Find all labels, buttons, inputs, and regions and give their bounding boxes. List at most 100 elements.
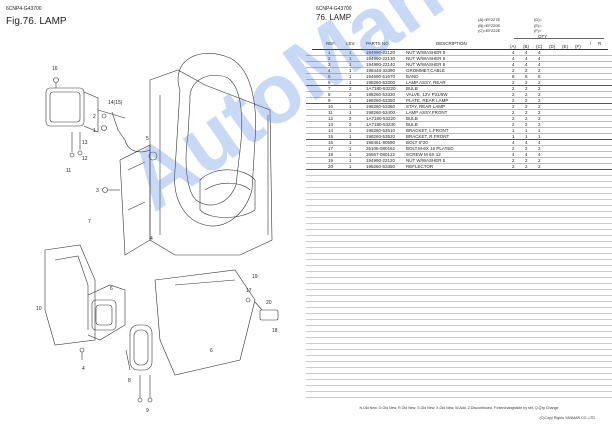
- cell-a: 4: [512, 50, 515, 55]
- empty-row: [306, 392, 612, 398]
- cell-c: 2: [538, 146, 541, 151]
- cell-a: 2: [512, 122, 515, 127]
- cell-part: 1A7180-53220: [366, 86, 396, 91]
- cell-part: 198260-53520: [366, 134, 396, 139]
- cell-a: 4: [512, 140, 515, 145]
- callout-10: 10: [36, 306, 42, 312]
- callout-6-bottom: 6: [210, 348, 213, 354]
- empty-row: [306, 266, 612, 272]
- cell-a: 2: [512, 92, 515, 97]
- cell-a: 2: [512, 146, 515, 151]
- callout-17: 17: [246, 288, 252, 294]
- cell-lev: 1: [349, 164, 352, 169]
- cell-desc: BAND: [406, 74, 419, 79]
- doc-code-right: 6CNP4-G43700: [316, 6, 352, 12]
- cell-a: 2: [512, 158, 515, 163]
- callout-19: 19: [252, 274, 258, 280]
- cell-lev: 1: [349, 62, 352, 67]
- header-qty-d: (D): [549, 44, 556, 49]
- cell-lev: 1: [349, 158, 352, 163]
- cell-ref: 1: [328, 50, 331, 55]
- header-qty-a: (A): [510, 44, 516, 49]
- callout-8: 8: [128, 378, 131, 384]
- cell-part: 198260-53360: [366, 104, 396, 109]
- cell-a: 1: [512, 128, 515, 133]
- empty-row: [306, 338, 612, 344]
- empty-row: [306, 362, 612, 368]
- empty-row: [306, 380, 612, 386]
- empty-row: [306, 182, 612, 188]
- cell-b: 2: [525, 110, 528, 115]
- cell-desc: LAMP ASSY,FRONT: [406, 110, 448, 115]
- empty-row: [306, 296, 612, 302]
- cell-lev: 1: [349, 74, 352, 79]
- cell-a: 2: [512, 164, 515, 169]
- cell-part: 194990-22130: [366, 56, 396, 61]
- header-r: R: [598, 41, 602, 46]
- cell-ref: 20: [328, 164, 334, 169]
- header-parts: PARTS NO.: [366, 41, 390, 46]
- cell-part: 198448-33390: [366, 68, 396, 73]
- callout-7: 7: [88, 219, 91, 225]
- qty-divider: [514, 38, 604, 39]
- cell-c: 2: [538, 104, 541, 109]
- cell-desc: BOLT,M-6X 16 PLATED: [406, 146, 454, 151]
- cell-part: 198260-53510: [366, 128, 396, 133]
- empty-row: [306, 302, 612, 308]
- header-qty-b: (B): [523, 44, 529, 49]
- copyright: (C)Copy Rights YANMAR CO.,LTD.: [539, 416, 596, 420]
- cell-part: 1A7180-53220: [366, 116, 396, 121]
- empty-row: [306, 248, 612, 254]
- empty-row: [306, 272, 612, 278]
- cell-ref: 9: [328, 98, 331, 103]
- cell-desc: GROMMET,CABLE: [406, 68, 446, 73]
- cell-desc: BRACKET, L.FRONT: [406, 128, 449, 133]
- cell-b: 4: [525, 62, 528, 67]
- header-lev: LEV.: [346, 41, 356, 46]
- header-rule: [312, 49, 608, 50]
- left-page: 6CNP4-G43700 Fig.76. LAMP: [6, 6, 279, 414]
- callout-3: 3: [96, 188, 99, 194]
- cell-ref: 7: [328, 86, 331, 91]
- empty-row: [306, 230, 612, 236]
- cell-a: 2: [512, 68, 515, 73]
- cell-lev: 1: [349, 98, 352, 103]
- cell-desc: REFLECTOR: [406, 164, 434, 169]
- header-qty-f: (F): [575, 44, 581, 49]
- cell-part: 26106-080162: [366, 146, 396, 151]
- header-qty-e: (E): [562, 44, 568, 49]
- empty-row: [306, 314, 612, 320]
- cell-b: 2: [525, 98, 528, 103]
- cell-c: 1: [538, 134, 541, 139]
- empty-row: [306, 206, 612, 212]
- cell-lev: 1: [349, 140, 352, 145]
- empty-row: [306, 254, 612, 260]
- cell-c: 4: [538, 152, 541, 157]
- cell-ref: 10: [328, 104, 334, 109]
- cell-a: 2: [512, 80, 515, 85]
- cell-lev: 2: [349, 86, 352, 91]
- cell-part: 198260-53350: [366, 164, 396, 169]
- cell-part: 198260-53330: [366, 92, 396, 97]
- cell-desc: NUT W/WASHER 5: [406, 50, 446, 55]
- cell-ref: 11: [328, 110, 333, 115]
- cell-ref: 3: [328, 62, 331, 67]
- cell-a: 4: [512, 62, 515, 67]
- cell-c: 1: [538, 128, 541, 133]
- cell-b: 2: [525, 80, 528, 85]
- cell-a: 2: [512, 104, 515, 109]
- cell-b: 2: [525, 104, 528, 109]
- empty-row: [306, 194, 612, 200]
- cell-desc: STAY, REAR LAMP: [406, 104, 446, 109]
- callout-9: 9: [146, 408, 149, 414]
- section-title: 76. LAMP: [316, 13, 352, 22]
